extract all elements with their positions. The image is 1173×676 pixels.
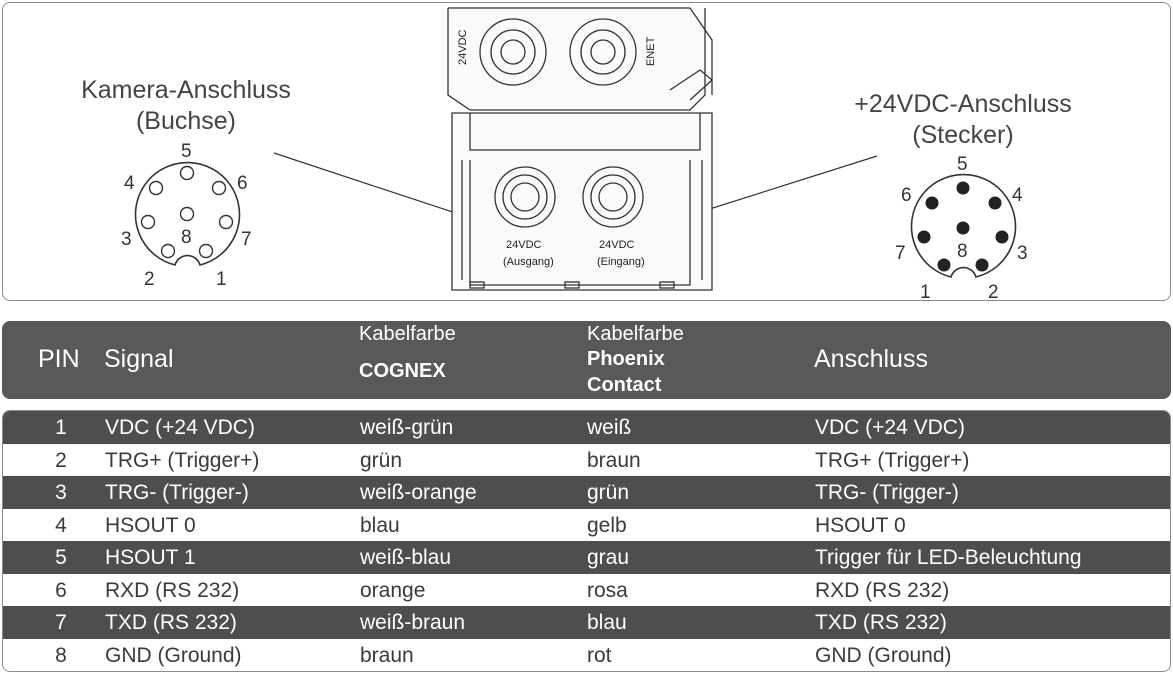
power-pin-1: 1 xyxy=(920,282,931,300)
camera-pin-7: 7 xyxy=(241,229,252,250)
cell-pin: 1 xyxy=(55,416,67,439)
camera-socket-icon xyxy=(134,161,241,266)
power-pin-8: 8 xyxy=(957,241,968,262)
cell-anschluss: RXD (RS 232) xyxy=(815,578,950,602)
camera-title-line2: (Buchse) xyxy=(135,107,237,135)
cell-pin: 6 xyxy=(55,578,67,602)
power-pin-3: 3 xyxy=(1017,243,1028,264)
cell-signal: VDC (+24 VDC) xyxy=(105,416,255,439)
cell-anschluss: HSOUT 0 xyxy=(815,513,906,537)
device-in-label: 24VDC xyxy=(599,239,635,251)
power-title-line2: (Stecker) xyxy=(912,121,1014,149)
camera-pin-6: 6 xyxy=(237,173,248,194)
cell-phoenix: rot xyxy=(587,643,612,667)
table-header: PIN Signal Kabelfarbe COGNEX Kabelfarbe … xyxy=(2,321,1171,399)
cell-signal: TRG+ (Trigger+) xyxy=(105,448,260,472)
camera-pin-2: 2 xyxy=(144,269,155,290)
table-row: 6 RXD (RS 232) orange rosa RXD (RS 232) xyxy=(3,573,1170,606)
cell-anschluss: TRG- (Trigger-) xyxy=(815,481,959,504)
cell-pin: 2 xyxy=(55,448,67,472)
cell-cognex: weiß-braun xyxy=(360,611,466,634)
device-out-label: 24VDC xyxy=(506,239,542,251)
table-row: 1 VDC (+24 VDC) weiß-grün weiß VDC (+24 … xyxy=(3,411,1170,444)
cell-anschluss: Trigger für LED-Beleuchtung xyxy=(815,546,1082,569)
cell-phoenix: braun xyxy=(587,448,641,472)
device-in-sub: (Eingang) xyxy=(597,256,645,268)
cell-cognex: weiß-orange xyxy=(360,481,477,504)
camera-pin-3: 3 xyxy=(121,229,132,250)
cell-pin: 8 xyxy=(55,643,67,667)
header-phoenix-top: Kabelfarbe xyxy=(587,323,684,345)
cell-signal: TXD (RS 232) xyxy=(105,611,237,634)
power-connector-title: +24VDC-Anschluss (Stecker) xyxy=(832,89,1094,151)
cell-signal: GND (Ground) xyxy=(105,643,242,667)
cell-phoenix: weiß xyxy=(587,416,632,439)
pin-table: 1 VDC (+24 VDC) weiß-grün weiß VDC (+24 … xyxy=(2,410,1171,672)
header-pin: PIN xyxy=(38,345,80,373)
power-plug-icon xyxy=(910,173,1017,278)
cell-anschluss: TRG+ (Trigger+) xyxy=(815,448,970,472)
camera-title-line1: Kamera-Anschluss xyxy=(81,76,291,104)
camera-pin-1: 1 xyxy=(216,269,227,290)
cell-signal: HSOUT 1 xyxy=(105,546,196,569)
cell-signal: RXD (RS 232) xyxy=(105,578,240,602)
device-housing xyxy=(447,7,713,291)
power-title-line1: +24VDC-Anschluss xyxy=(854,90,1072,118)
cell-anschluss: VDC (+24 VDC) xyxy=(815,416,965,439)
cell-phoenix: rosa xyxy=(587,578,628,602)
header-signal: Signal xyxy=(104,345,174,373)
cell-anschluss: GND (Ground) xyxy=(815,643,952,667)
cell-pin: 7 xyxy=(55,611,67,634)
header-anschluss: Anschluss xyxy=(814,345,928,373)
power-pin-5: 5 xyxy=(957,154,968,175)
device-top-left-label: 24VDC xyxy=(457,29,469,65)
cell-anschluss: TXD (RS 232) xyxy=(815,611,947,634)
power-pin-4: 4 xyxy=(1012,185,1023,206)
cell-cognex: braun xyxy=(360,643,414,667)
cell-phoenix: grün xyxy=(587,481,630,504)
cell-pin: 5 xyxy=(55,546,67,569)
table-row: 3 TRG- (Trigger-) weiß-orange grün TRG- … xyxy=(3,476,1170,509)
cell-phoenix: blau xyxy=(587,611,627,634)
camera-pin-5: 5 xyxy=(181,141,192,162)
table-row: 8 GND (Ground) braun rot GND (Ground) xyxy=(3,638,1170,671)
table-row: 2 TRG+ (Trigger+) grün braun TRG+ (Trigg… xyxy=(3,443,1170,476)
cell-signal: HSOUT 0 xyxy=(105,513,196,537)
cell-pin: 3 xyxy=(55,481,67,504)
camera-connector-title: Kamera-Anschluss (Buchse) xyxy=(60,75,312,137)
header-cognex-bold: COGNEX xyxy=(359,360,446,382)
cell-cognex: weiß-blau xyxy=(360,546,452,569)
header-cognex-top: Kabelfarbe xyxy=(359,323,456,345)
cell-cognex: grün xyxy=(360,448,403,472)
cell-cognex: blau xyxy=(360,513,400,537)
header-phoenix-bold2: Contact xyxy=(587,374,662,396)
table-row: 5 HSOUT 1 weiß-blau grau Trigger für LED… xyxy=(3,541,1170,574)
power-pin-6: 6 xyxy=(901,185,912,206)
cell-cognex: weiß-grün xyxy=(360,416,454,439)
device-top-right-label: ENET xyxy=(645,36,657,66)
power-pin-2: 2 xyxy=(988,282,999,300)
power-pin-7: 7 xyxy=(895,243,906,264)
cell-cognex: orange xyxy=(360,578,426,602)
header-phoenix-bold1: Phoenix xyxy=(587,348,665,370)
table-row: 7 TXD (RS 232) weiß-braun blau TXD (RS 2… xyxy=(3,606,1170,639)
camera-pin-8: 8 xyxy=(181,227,192,248)
cell-signal: TRG- (Trigger-) xyxy=(105,481,249,504)
cell-phoenix: gelb xyxy=(587,513,627,537)
camera-pin-4: 4 xyxy=(124,173,135,194)
device-out-sub: (Ausgang) xyxy=(503,256,554,268)
connector-drawing: 1 2 3 4 5 6 7 8 1 2 3 4 5 6 7 8 xyxy=(121,7,1028,300)
cell-phoenix: grau xyxy=(587,546,630,569)
cell-pin: 4 xyxy=(55,513,67,537)
table-row: 4 HSOUT 0 blau gelb HSOUT 0 xyxy=(3,508,1170,541)
